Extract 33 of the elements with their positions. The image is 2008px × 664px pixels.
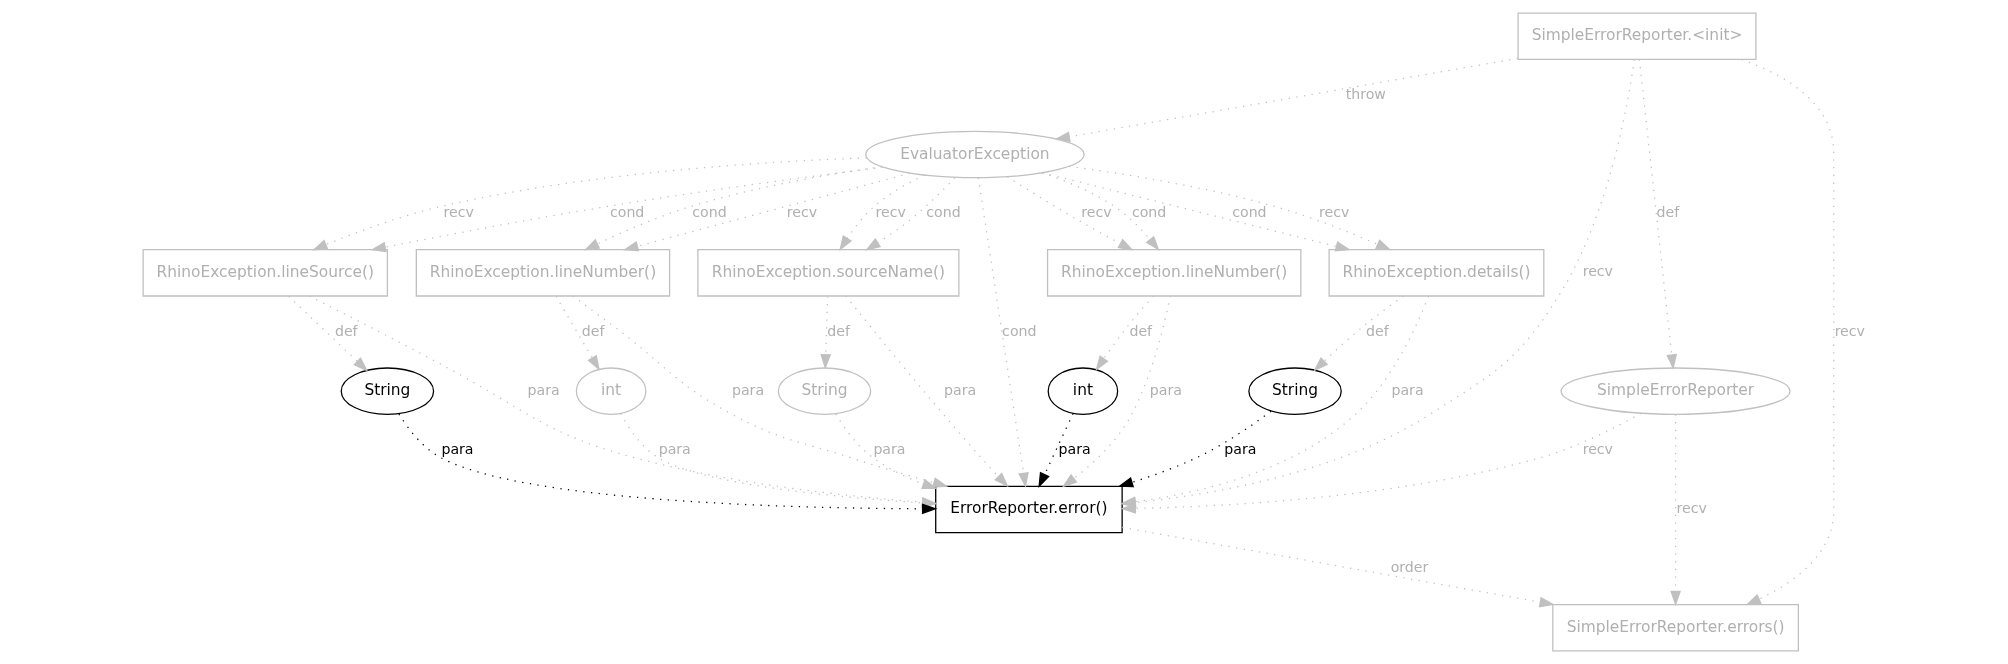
edge-label: recv [875, 204, 906, 221]
edge-label: def [1365, 322, 1389, 339]
edge-label: throw [1345, 86, 1386, 103]
edge-label: order [1390, 559, 1428, 576]
edge-label: para [943, 381, 976, 398]
edge-label: cond [609, 204, 644, 221]
edge-label: def [1656, 204, 1679, 221]
edge-label: cond [1231, 204, 1267, 221]
edge-label: def [1128, 322, 1152, 339]
edge-label: recv [1582, 263, 1613, 280]
edge-label: recv [443, 204, 474, 221]
edge-label: def [334, 322, 358, 339]
edge-label: para [658, 440, 691, 457]
edge-label: para [1058, 440, 1091, 457]
edge-label: para [872, 440, 905, 457]
edge-label: def [581, 322, 604, 339]
edge-label: recv [1080, 204, 1112, 221]
edge-label: para [1390, 381, 1424, 398]
edge-label: recv [786, 204, 817, 221]
edge-label: cond [925, 204, 961, 221]
edge-label: para [527, 381, 560, 398]
edge-label: cond [691, 204, 727, 221]
edge-label: para [731, 381, 764, 398]
edge-label: recv [1582, 440, 1613, 457]
edge-label: def [826, 322, 850, 339]
edge-label: para [440, 440, 474, 457]
edge-label: para [1149, 381, 1182, 398]
edge-label: recv [1318, 204, 1349, 221]
edge-label: recv [1676, 500, 1707, 517]
edge-label: cond [1131, 204, 1166, 221]
edge-label: recv [1834, 322, 1865, 339]
edge-label: cond [1001, 322, 1036, 339]
edge-label: para [1223, 440, 1256, 457]
